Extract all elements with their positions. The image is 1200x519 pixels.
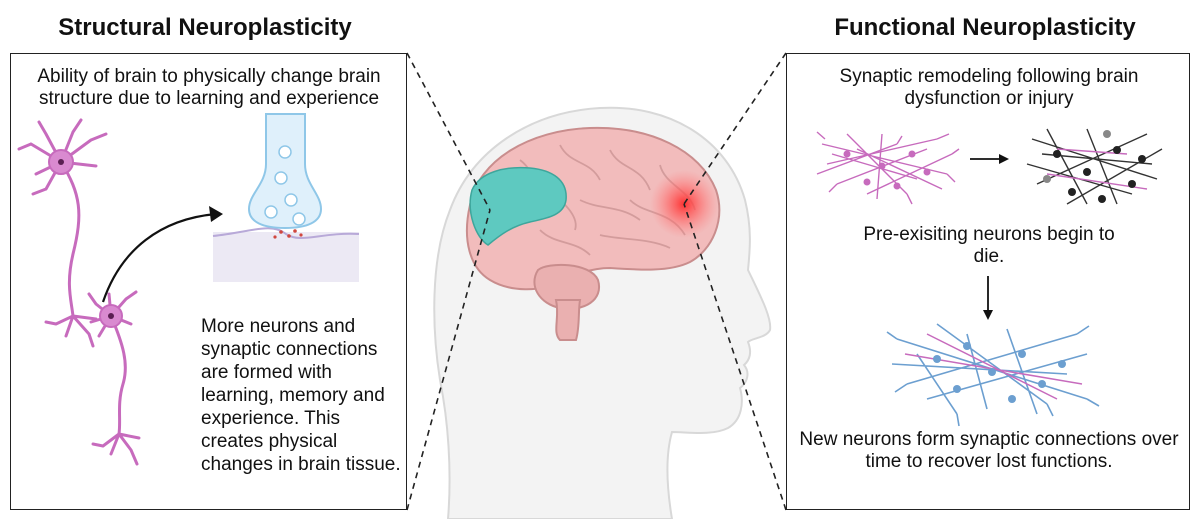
functional-panel: Synaptic remodeling following brain dysf… (786, 53, 1190, 510)
healthy-network (816, 131, 960, 205)
structural-title: Structural Neuroplasticity (58, 14, 352, 41)
dying-network (1026, 128, 1163, 205)
neuron-icon (17, 118, 223, 466)
functional-step-dying: Pre-exisiting neurons begin to die. (863, 224, 1115, 267)
structural-description: Ability of brain to physically change br… (37, 66, 381, 109)
arrow-icon (101, 212, 217, 303)
brain-icon (466, 126, 721, 341)
synapse-icon (212, 113, 360, 282)
structural-body: More neurons and synaptic connections ar… (201, 316, 401, 475)
neural-network-icon (816, 128, 1163, 427)
functional-step-recover: New neurons form synaptic connections ov… (799, 429, 1179, 472)
structural-region-highlight (469, 166, 567, 246)
recovered-network (886, 323, 1100, 427)
functional-description: Synaptic remodeling following brain dysf… (839, 66, 1139, 109)
connector-lines (406, 52, 787, 511)
structural-panel: Ability of brain to physically change br… (10, 53, 407, 510)
functional-title: Functional Neuroplasticity (834, 14, 1136, 41)
